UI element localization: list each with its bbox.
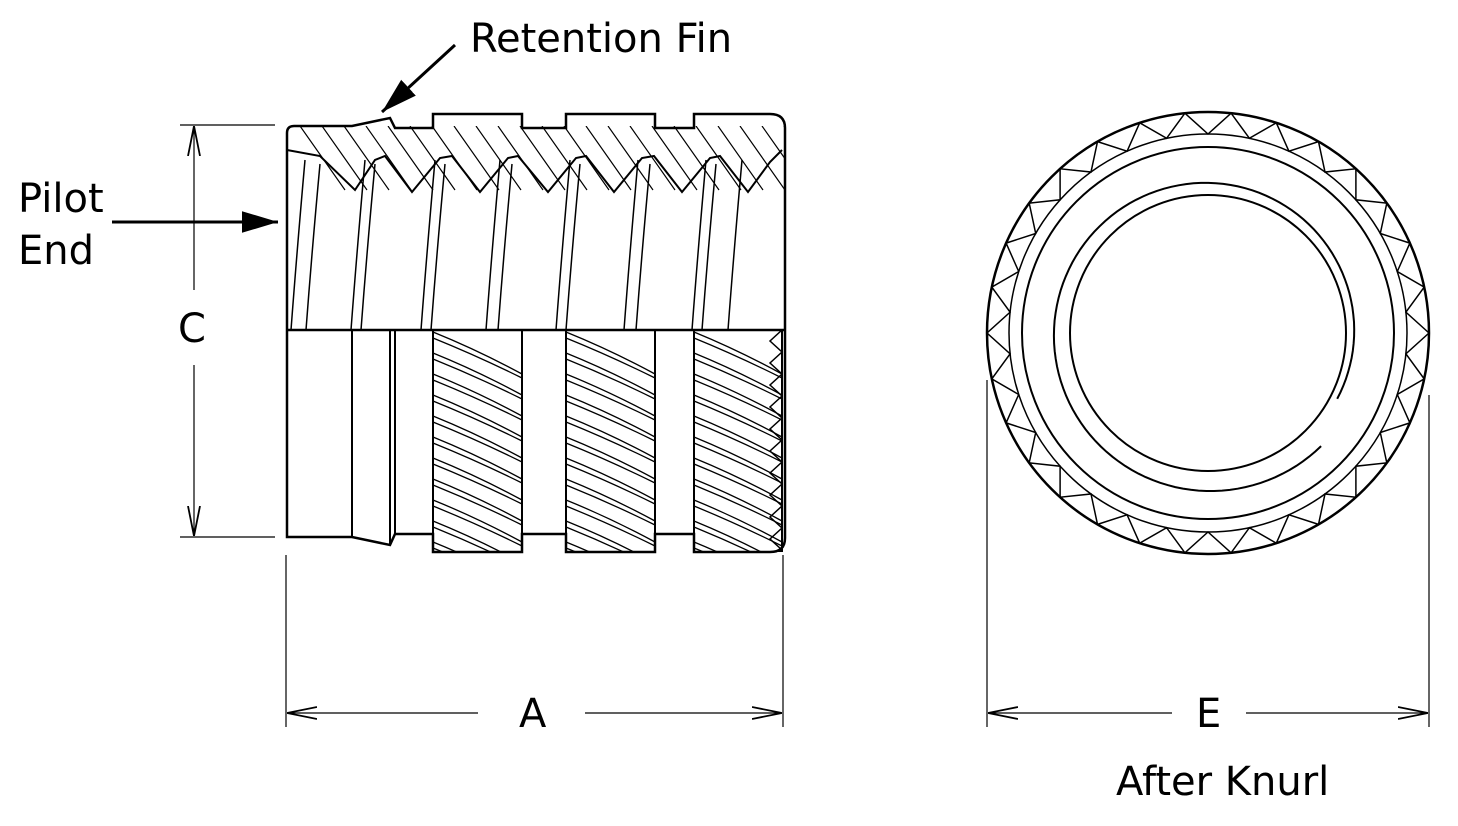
thread-flank-curve [497, 163, 513, 331]
dimension-a: A [285, 555, 784, 737]
dimension-e: E [986, 380, 1430, 737]
dimension-e-label: E [1196, 691, 1221, 737]
pilot-end-label-line1: Pilot [18, 176, 104, 222]
thread-spiral [1052, 181, 1356, 492]
thread-flank-curve [555, 159, 571, 331]
knurl-lines [565, 331, 656, 552]
bore-circle [1069, 194, 1347, 472]
dimension-c: C [178, 124, 275, 538]
thread-flanks [290, 159, 743, 331]
knurl-lines [693, 331, 783, 552]
knurl-inner-circle [1008, 133, 1408, 533]
dimension-a-label: A [519, 691, 547, 737]
side-view: Retention Fin Pilot End C A [18, 16, 787, 737]
thread-flank-curve [565, 163, 581, 331]
knurl-teeth [985, 112, 1430, 554]
knurl-edge [768, 330, 784, 552]
thread-flank-curve [701, 163, 717, 331]
thread-flank-curve [727, 159, 743, 331]
thread-flank-curve [691, 159, 707, 331]
knurl-bands [432, 330, 784, 552]
dimension-c-label: C [178, 306, 206, 352]
retention-fin-label: Retention Fin [470, 16, 732, 62]
end-view: E After Knurl [985, 110, 1431, 805]
thread-flank-curve [420, 159, 436, 331]
knurl-lines [432, 331, 523, 552]
thread-flank-curve [623, 159, 639, 331]
pilot-band [351, 330, 396, 545]
thread-flank-curve [360, 163, 376, 331]
thread-profile [286, 149, 783, 194]
pilot-end-label-line2: End [18, 228, 94, 274]
thread-flank-curve [290, 159, 306, 331]
thread-flank-curve [430, 163, 446, 331]
retention-fin-arrow [380, 43, 457, 114]
thread-flank-curve [350, 159, 366, 331]
thread-flank-curve [485, 159, 501, 331]
body-circle [1021, 146, 1395, 520]
thread-flank-curve [305, 163, 321, 331]
top-profile [285, 112, 787, 134]
after-knurl-label: After Knurl [1116, 759, 1329, 805]
thread-flank-curve [635, 163, 651, 331]
